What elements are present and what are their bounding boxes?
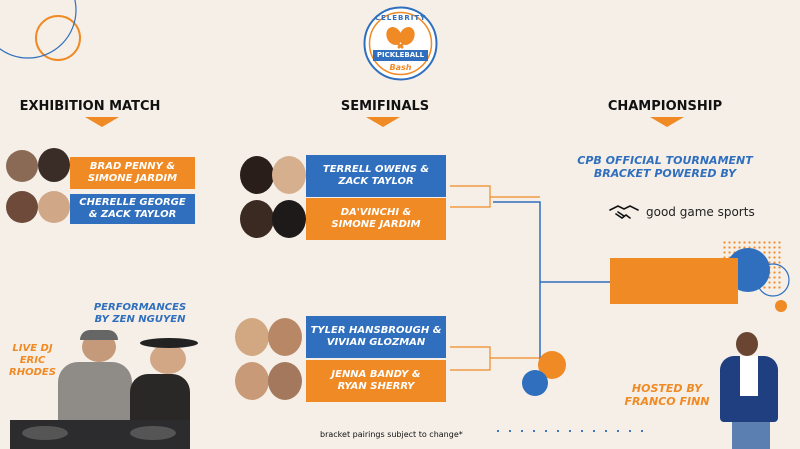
header-semifinals: SEMIFINALS <box>340 99 430 114</box>
header-arrow-semifinals <box>366 117 400 127</box>
header-arrow-championship <box>650 117 684 127</box>
performers-photo <box>10 330 198 449</box>
semifinal-1-team-2: DA'VINCHI & SIMONE JARDIM <box>306 198 446 240</box>
header-arrow-exhibition <box>85 117 119 127</box>
exhibition-team-1: BRAD PENNY & SIMONE JARDIM <box>70 157 195 189</box>
celebrity-pickleball-logo: CELEBRITY PICKLEBALL Bash <box>363 6 438 81</box>
semifinal-2-team-1: TYLER HANSBROUGH & VIVIAN GLOZMAN <box>306 316 446 358</box>
player-photo <box>268 318 302 356</box>
header-championship: CHAMPIONSHIP <box>607 99 723 114</box>
player-photo <box>6 191 38 223</box>
sponsor-name: good game sports <box>646 205 755 219</box>
hosted-by-label: HOSTED BY FRANCO FINN <box>624 382 710 408</box>
handshake-icon <box>609 205 639 219</box>
player-photo <box>268 362 302 400</box>
player-photo <box>240 200 274 238</box>
decorative-circles <box>0 0 81 61</box>
sponsor-logo: good game sports <box>608 200 755 224</box>
exhibition-team-2: CHERELLE GEORGE & ZACK TAYLOR <box>70 194 195 224</box>
player-photo <box>38 191 70 223</box>
player-photo <box>6 150 38 182</box>
player-photo <box>272 156 306 194</box>
semifinal-1-team-1: TERRELL OWENS & ZACK TAYLOR <box>306 155 446 197</box>
logo-middle-text: PICKLEBALL <box>376 51 425 59</box>
header-exhibition: EXHIBITION MATCH <box>19 99 161 114</box>
player-photo <box>38 148 70 182</box>
official-bracket-label: CPB OFFICIAL TOURNAMENT BRACKET POWERED … <box>577 154 753 180</box>
footnote: bracket pairings subject to change* <box>320 430 463 439</box>
live-dj-label: LIVE DJ ERIC RHODES <box>9 343 56 378</box>
logo-top-text: CELEBRITY <box>374 14 427 22</box>
performances-label: PERFORMANCES BY ZEN NGUYEN <box>93 302 187 325</box>
dot-row <box>492 425 652 441</box>
champion-box <box>610 258 738 304</box>
player-photo <box>235 362 269 400</box>
semifinal-2-team-2: JENNA BANDY & RYAN SHERRY <box>306 360 446 402</box>
player-photo <box>235 318 269 356</box>
host-photo <box>712 330 797 449</box>
player-photo <box>272 200 306 238</box>
player-photo <box>240 156 274 194</box>
logo-script-text: Bash <box>389 63 412 72</box>
